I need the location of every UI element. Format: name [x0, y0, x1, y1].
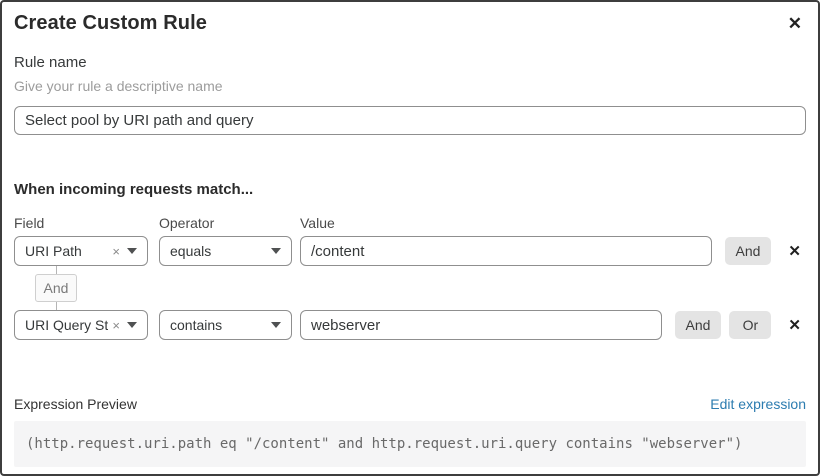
expression-preview-label: Expression Preview	[14, 396, 137, 412]
field-select[interactable]: URI Path ×	[14, 236, 148, 266]
field-column-label: Field	[14, 215, 45, 231]
clear-icon[interactable]: ×	[112, 317, 120, 333]
condition-row: URI Query St... × contains And Or ✕	[14, 310, 806, 340]
page-title: Create Custom Rule	[14, 12, 207, 34]
field-select[interactable]: URI Query St... ×	[14, 310, 148, 340]
rule-name-label: Rule name	[14, 54, 87, 71]
operator-select[interactable]: contains	[159, 310, 292, 340]
dialog-header: Create Custom Rule ✕	[14, 12, 806, 35]
condition-row: URI Path × equals And ✕	[14, 236, 806, 266]
value-input[interactable]	[300, 236, 712, 266]
field-select-value: URI Path	[25, 243, 82, 259]
connector-and-badge: And	[35, 274, 77, 302]
chevron-down-icon	[127, 248, 137, 254]
and-button[interactable]: And	[724, 237, 772, 265]
chevron-down-icon	[271, 322, 281, 328]
remove-row-icon[interactable]: ✕	[788, 242, 801, 260]
expression-header: Expression Preview Edit expression	[14, 396, 806, 412]
column-labels: Field Operator Value	[14, 215, 806, 231]
remove-row-icon[interactable]: ✕	[788, 316, 801, 334]
close-icon[interactable]: ✕	[784, 13, 806, 34]
edit-expression-link[interactable]: Edit expression	[710, 396, 806, 412]
rule-name-input[interactable]	[14, 106, 806, 135]
operator-select[interactable]: equals	[159, 236, 292, 266]
expression-preview-code: (http.request.uri.path eq "/content" and…	[14, 421, 806, 467]
connector-line	[56, 302, 57, 310]
match-heading: When incoming requests match...	[14, 181, 254, 198]
operator-column-label: Operator	[159, 215, 215, 231]
or-button[interactable]: Or	[729, 311, 772, 339]
field-select-value: URI Query St...	[25, 317, 109, 333]
connector-line	[56, 266, 57, 274]
value-column-label: Value	[300, 215, 335, 231]
operator-select-value: equals	[170, 243, 212, 259]
clear-icon[interactable]: ×	[112, 243, 120, 259]
operator-select-value: contains	[170, 317, 223, 333]
value-input[interactable]	[300, 310, 662, 340]
expression-code-text: (http.request.uri.path eq "/content" and…	[26, 436, 743, 452]
rule-name-hint: Give your rule a descriptive name	[14, 78, 223, 94]
row-connector: And	[35, 266, 91, 310]
chevron-down-icon	[127, 322, 137, 328]
chevron-down-icon	[271, 248, 281, 254]
and-button[interactable]: And	[674, 311, 722, 339]
